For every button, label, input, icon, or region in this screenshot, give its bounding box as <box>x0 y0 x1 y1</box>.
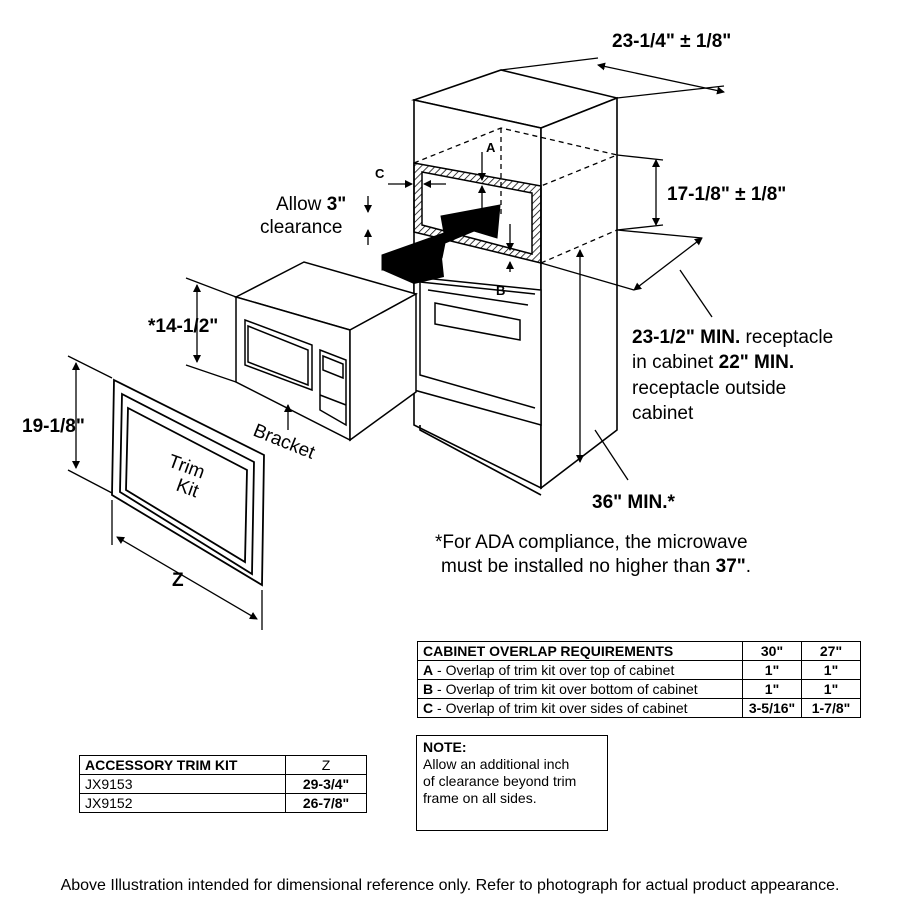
dim-opening-height: 17-1/8" ± 1/8" <box>667 184 786 205</box>
row-value-27: 1-7/8" <box>801 698 861 718</box>
trim-model: JX9152 <box>79 793 286 813</box>
allow-clearance-line2: clearance <box>260 217 342 238</box>
trim-z-value: 29-3/4" <box>285 774 367 794</box>
row-value-30: 3-5/16" <box>742 698 802 718</box>
receptacle-line4: cabinet <box>632 403 694 424</box>
row-desc: A - Overlap of trim kit over top of cabi… <box>417 660 743 680</box>
ada-note-line2: must be installed no higher than 37". <box>441 556 751 577</box>
note-title: NOTE: <box>423 739 467 755</box>
cabinet-overlap-table: CABINET OVERLAP REQUIREMENTS 30" 27" A -… <box>417 641 861 718</box>
microwave-oven <box>233 261 418 442</box>
receptacle-line2: in cabinet 22" MIN. <box>632 352 794 373</box>
note-line: Allow an additional inch <box>423 756 570 772</box>
table-row: A - Overlap of trim kit over top of cabi… <box>417 660 861 680</box>
trim-z-value: 26-7/8" <box>285 793 367 813</box>
marker-a: A <box>486 140 496 155</box>
row-value-30: 1" <box>742 660 802 680</box>
row-desc: C - Overlap of trim kit over sides of ca… <box>417 698 743 718</box>
cabinet-opening-outline <box>413 127 620 264</box>
overlap-table-title: CABINET OVERLAP REQUIREMENTS <box>417 641 743 661</box>
note-line: frame on all sides. <box>423 790 537 806</box>
trim-table-title: ACCESSORY TRIM KIT <box>79 755 286 775</box>
row-desc: B - Overlap of trim kit over bottom of c… <box>417 679 743 699</box>
column-27: 27" <box>801 641 861 661</box>
table-row: JX9152 26-7/8" <box>79 793 367 813</box>
dim-microwave-height: *14-1/2" <box>148 316 218 337</box>
note-line: of clearance beyond trim <box>423 773 577 789</box>
disclaimer-text: Above Illustration intended for dimensio… <box>60 877 840 894</box>
marker-b: B <box>496 283 505 298</box>
accessory-trim-kit-table: ACCESSORY TRIM KIT Z JX9153 29-3/4" JX91… <box>79 755 367 813</box>
receptacle-line3: receptacle outside <box>632 378 786 399</box>
lower-oven <box>413 276 542 426</box>
column-z: Z <box>285 755 367 775</box>
dim-depth: 23-1/4" ± 1/8" <box>612 31 731 52</box>
ada-note-line1: *For ADA compliance, the microwave <box>435 532 748 553</box>
allow-clearance-line1: Allow 3" <box>276 194 346 215</box>
column-30: 30" <box>742 641 802 661</box>
table-row: JX9153 29-3/4" <box>79 774 367 794</box>
row-value-30: 1" <box>742 679 802 699</box>
row-value-27: 1" <box>801 679 861 699</box>
trim-model: JX9153 <box>79 774 286 794</box>
row-value-27: 1" <box>801 660 861 680</box>
table-row: B - Overlap of trim kit over bottom of c… <box>417 679 861 699</box>
table-header-row: ACCESSORY TRIM KIT Z <box>79 755 367 775</box>
dim-trim-width: Z <box>172 570 184 591</box>
receptacle-line1: 23-1/2" MIN. receptacle <box>632 327 833 348</box>
dim-trim-height: 19-1/8" <box>22 416 85 437</box>
insertion-arrow-bottom <box>382 258 444 284</box>
table-header-row: CABINET OVERLAP REQUIREMENTS 30" 27" <box>417 641 861 661</box>
marker-c: C <box>375 166 385 181</box>
table-row: C - Overlap of trim kit over sides of ca… <box>417 698 861 718</box>
dim-min-height: 36" MIN.* <box>592 492 676 513</box>
dimension-lines <box>67 57 725 630</box>
note-box: NOTE: Allow an additional inch of cleara… <box>416 735 608 831</box>
